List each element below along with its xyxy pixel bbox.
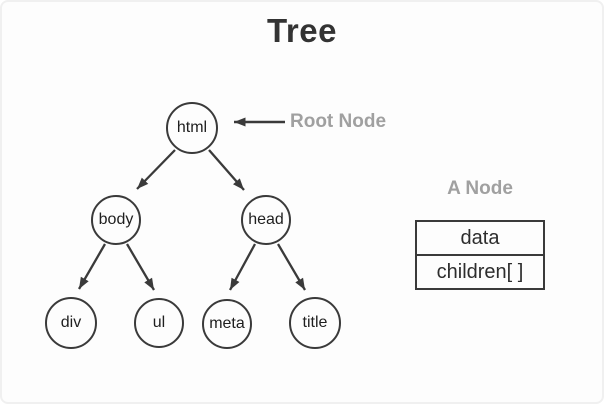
- tree-node-html: html: [166, 102, 218, 154]
- edge-body-div: [78, 243, 106, 290]
- edge-head-meta: [228, 243, 257, 291]
- edge-body-ul: [126, 243, 155, 291]
- edge-html-body: [136, 149, 176, 190]
- a-node-annotation: A Node: [447, 178, 513, 199]
- node-label-title: title: [302, 314, 328, 331]
- node-structure-box: data children[ ]: [415, 220, 545, 290]
- node-label-div: div: [60, 314, 82, 331]
- diagram-title: Tree: [267, 12, 337, 49]
- tree-node-head: head: [241, 195, 291, 245]
- tree-node-title: title: [289, 297, 341, 349]
- node-field-data: data: [417, 222, 543, 256]
- node-label-ul: ul: [152, 314, 166, 331]
- node-label-head: head: [248, 211, 284, 228]
- tree-node-meta: meta: [202, 299, 252, 349]
- edge-head-title: [277, 243, 306, 291]
- root-node-annotation: Root Node: [290, 111, 387, 132]
- tree-node-body: body: [91, 195, 141, 245]
- tree-node-div: div: [45, 297, 97, 349]
- tree-node-ul: ul: [134, 298, 184, 348]
- node-label-body: body: [98, 211, 134, 228]
- node-label-html: html: [176, 119, 208, 136]
- node-label-meta: meta: [209, 315, 245, 332]
- edge-html-head: [208, 149, 245, 191]
- node-field-children: children[ ]: [436, 260, 524, 283]
